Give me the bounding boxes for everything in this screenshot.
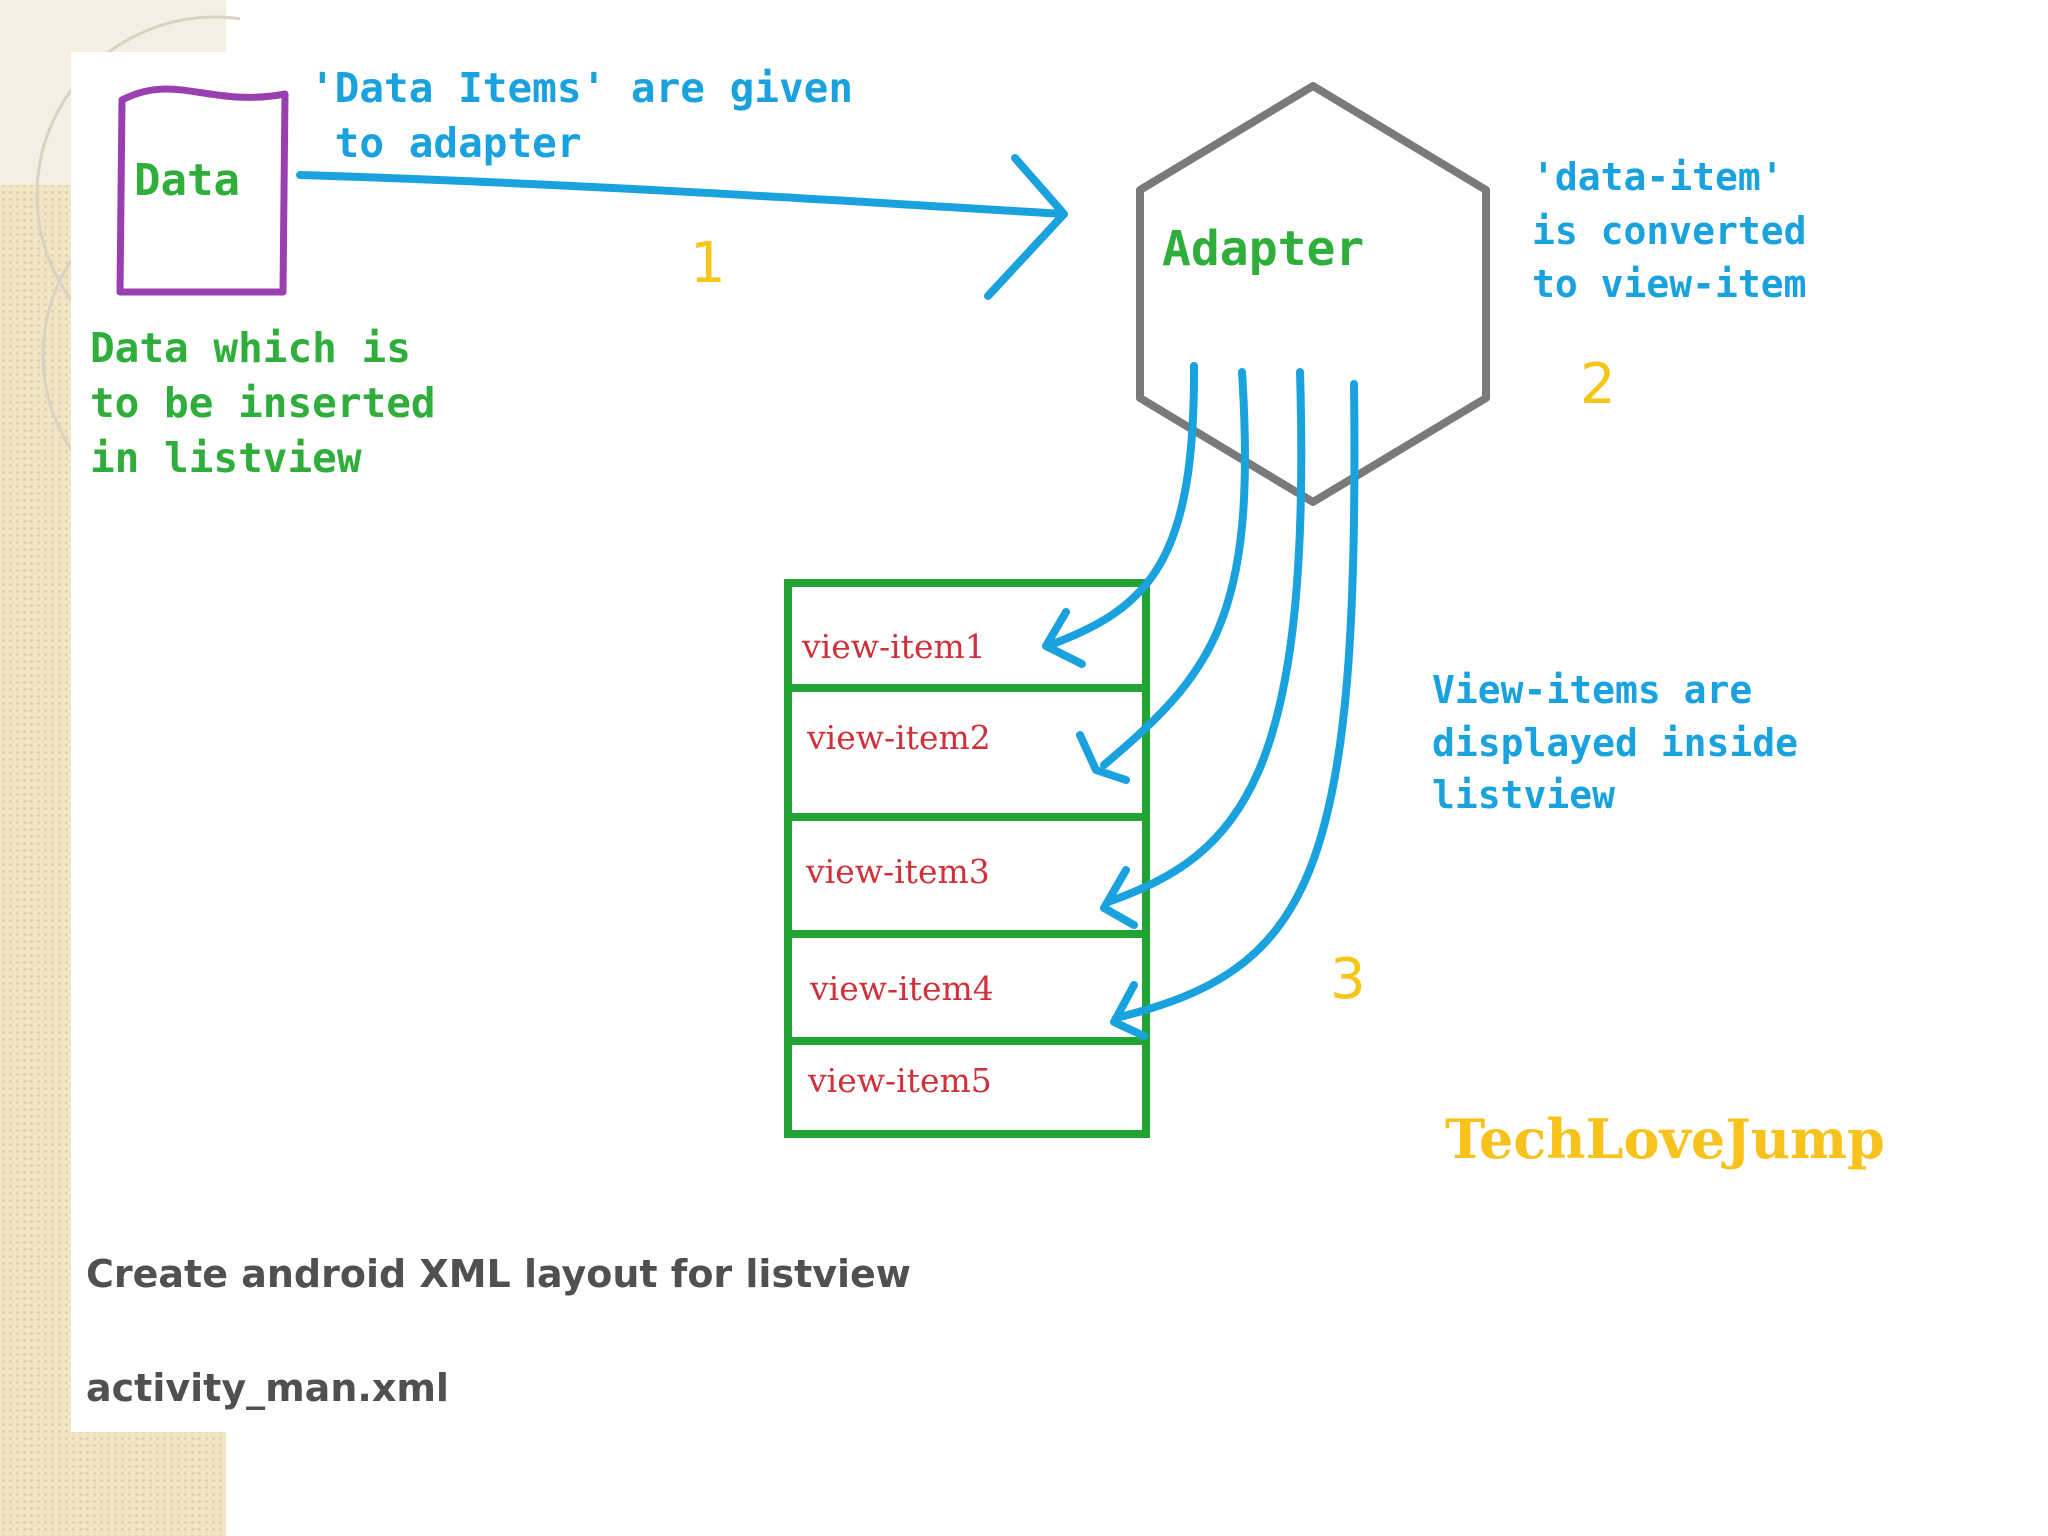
adapter-note: 'data-item' is converted to view-item [1532,155,1829,306]
adapter-hexagon [1136,82,1490,506]
arrow-adapter-to-item1-head [1042,608,1086,668]
adapter-note-line: is converted [1532,209,1807,253]
arrow1-label-line: to adapter [310,119,582,167]
adapter-listview-diagram: Data Data which is to be inserted in lis… [71,52,1885,1171]
view-item-label: view-item5 [807,1061,992,1100]
arrow-adapter-to-item4-head [1110,981,1148,1040]
slide-filename: activity_man.xml [86,1366,449,1410]
listview-note-line: listview [1432,773,1615,817]
step-2-number: 2 [1580,352,1616,417]
arrow-adapter-to-item4 [1112,380,1359,1022]
adapter-note-line: to view-item [1532,262,1807,306]
data-description-line: to be inserted [90,379,436,427]
arrow-adapter-to-item2 [1100,368,1249,769]
arrow1-label: 'Data Items' are given to adapter [71,52,1026,167]
arrow-adapter-to-item2-head [1076,731,1130,784]
view-item-label: view-item2 [806,718,991,757]
view-item-label: view-item3 [805,852,990,891]
brand-logo-text: TechLoveJump [1445,1107,1885,1171]
listview [784,579,1150,1138]
step-3-number: 3 [1330,947,1366,1012]
arrow-adapter-to-item3-head [1100,866,1138,929]
listview-note-line: displayed inside [1432,721,1798,765]
adapter-label: Adapter [1162,221,1364,277]
slide-content: Data Data which is to be inserted in lis… [71,52,2048,1432]
arrow-adapter-to-item3 [1104,368,1306,906]
arrow-adapter-to-item1 [1046,362,1199,649]
view-item-label: view-item1 [801,627,986,666]
data-description: Data which is to be inserted in listview [90,324,460,482]
view-item-label: view-item4 [809,969,994,1008]
data-description-line: Data which is [90,324,411,372]
step-1-number: 1 [690,231,726,296]
arrow-data-to-adapter-head [984,154,1068,300]
arrow-data-to-adapter [296,171,1068,218]
listview-note-line: View-items are [1432,668,1752,712]
data-box-label: Data [134,155,240,206]
data-document-shape [116,85,289,296]
adapter-note-line: 'data-item' [1532,155,1784,199]
slide-heading: Create android XML layout for listview [86,1252,911,1296]
data-description-line: in listview [90,434,362,482]
listview-note: View-items are displayed inside listview [1432,668,1821,817]
list-item-box [784,1037,1150,1138]
arrow1-label-line: 'Data Items' are given [310,64,853,112]
